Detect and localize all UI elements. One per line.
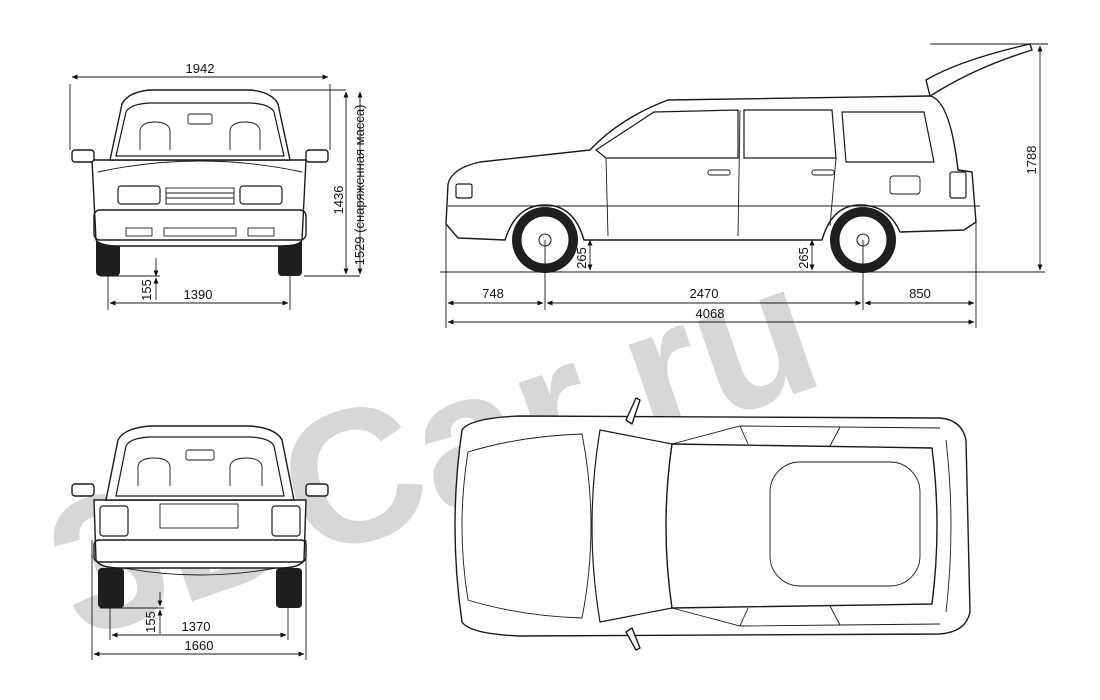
front-wheel-radius-label: 265 — [574, 247, 589, 269]
rear-track-label: 1370 — [182, 619, 211, 634]
mudflap-right — [277, 573, 301, 593]
rear-clearance-label: 155 — [143, 611, 158, 633]
front-height-label: 1436 — [331, 186, 346, 215]
top-left-mirror — [625, 397, 641, 425]
side-headlight — [455, 183, 473, 199]
front-seat-right — [229, 121, 261, 150]
headlight-left — [117, 185, 161, 205]
front-body — [91, 159, 307, 247]
rear-door-handle — [811, 169, 835, 176]
length-label: 4068 — [696, 306, 725, 321]
sunroof-panel — [769, 461, 921, 587]
left-side-mirror — [71, 149, 95, 163]
front-door-handle — [707, 169, 731, 176]
rear-width-label: 1660 — [185, 638, 214, 653]
license-plate — [159, 503, 239, 529]
grille — [165, 187, 235, 205]
top-windshield — [591, 429, 673, 623]
rear-seat-left — [137, 457, 171, 486]
right-side-mirror — [305, 149, 329, 163]
hood-line — [97, 160, 303, 173]
side-view: 1788 748 2470 850 4068 265 265 — [440, 43, 1048, 328]
rear-window — [115, 436, 285, 497]
taillight-left — [99, 505, 129, 537]
front-overhang-label: 748 — [482, 286, 504, 301]
front-width-label: 1942 — [186, 61, 215, 76]
roof — [665, 443, 938, 609]
front-track-label: 1390 — [184, 287, 213, 302]
air-intake — [163, 227, 237, 237]
rear-overhang-label: 850 — [909, 286, 931, 301]
rear-axle — [123, 567, 277, 576]
rear-right-mirror — [305, 483, 329, 497]
rear-seat-right — [229, 457, 263, 486]
side-taillight — [949, 171, 967, 199]
rear-side-window — [743, 109, 837, 159]
fuel-cap — [889, 175, 921, 195]
front-clearance-label: 155 — [139, 279, 154, 301]
quarter-window — [841, 111, 935, 163]
wheelbase-label: 2470 — [690, 286, 719, 301]
front-side-window — [594, 109, 739, 159]
rear-right-tyre — [276, 568, 302, 608]
open-tailgate — [925, 43, 1033, 97]
fog-light-left — [125, 227, 153, 237]
front-bumper — [93, 209, 307, 241]
rear-view: 1370 1660 155 — [71, 425, 329, 660]
windshield — [115, 102, 285, 157]
rear-view-mirror — [187, 113, 213, 125]
rear-wheel-radius-label: 265 — [796, 247, 811, 269]
headlight-right — [239, 185, 283, 205]
rear-left-tyre — [98, 568, 124, 608]
front-height-loaded-label: 1529 (снаряженная масса) — [352, 105, 367, 266]
side-height-label: 1788 — [1024, 146, 1039, 175]
fog-light-right — [247, 227, 275, 237]
mudflap-left — [99, 573, 123, 593]
rear-left-mirror — [71, 483, 95, 497]
top-view — [454, 397, 971, 651]
front-view: 1942 1436 1529 (снаряженная масса) 1390 … — [69, 61, 367, 310]
top-right-mirror — [625, 627, 641, 651]
hood — [461, 433, 592, 619]
front-seat-left — [139, 121, 171, 150]
taillight-right — [271, 505, 301, 537]
